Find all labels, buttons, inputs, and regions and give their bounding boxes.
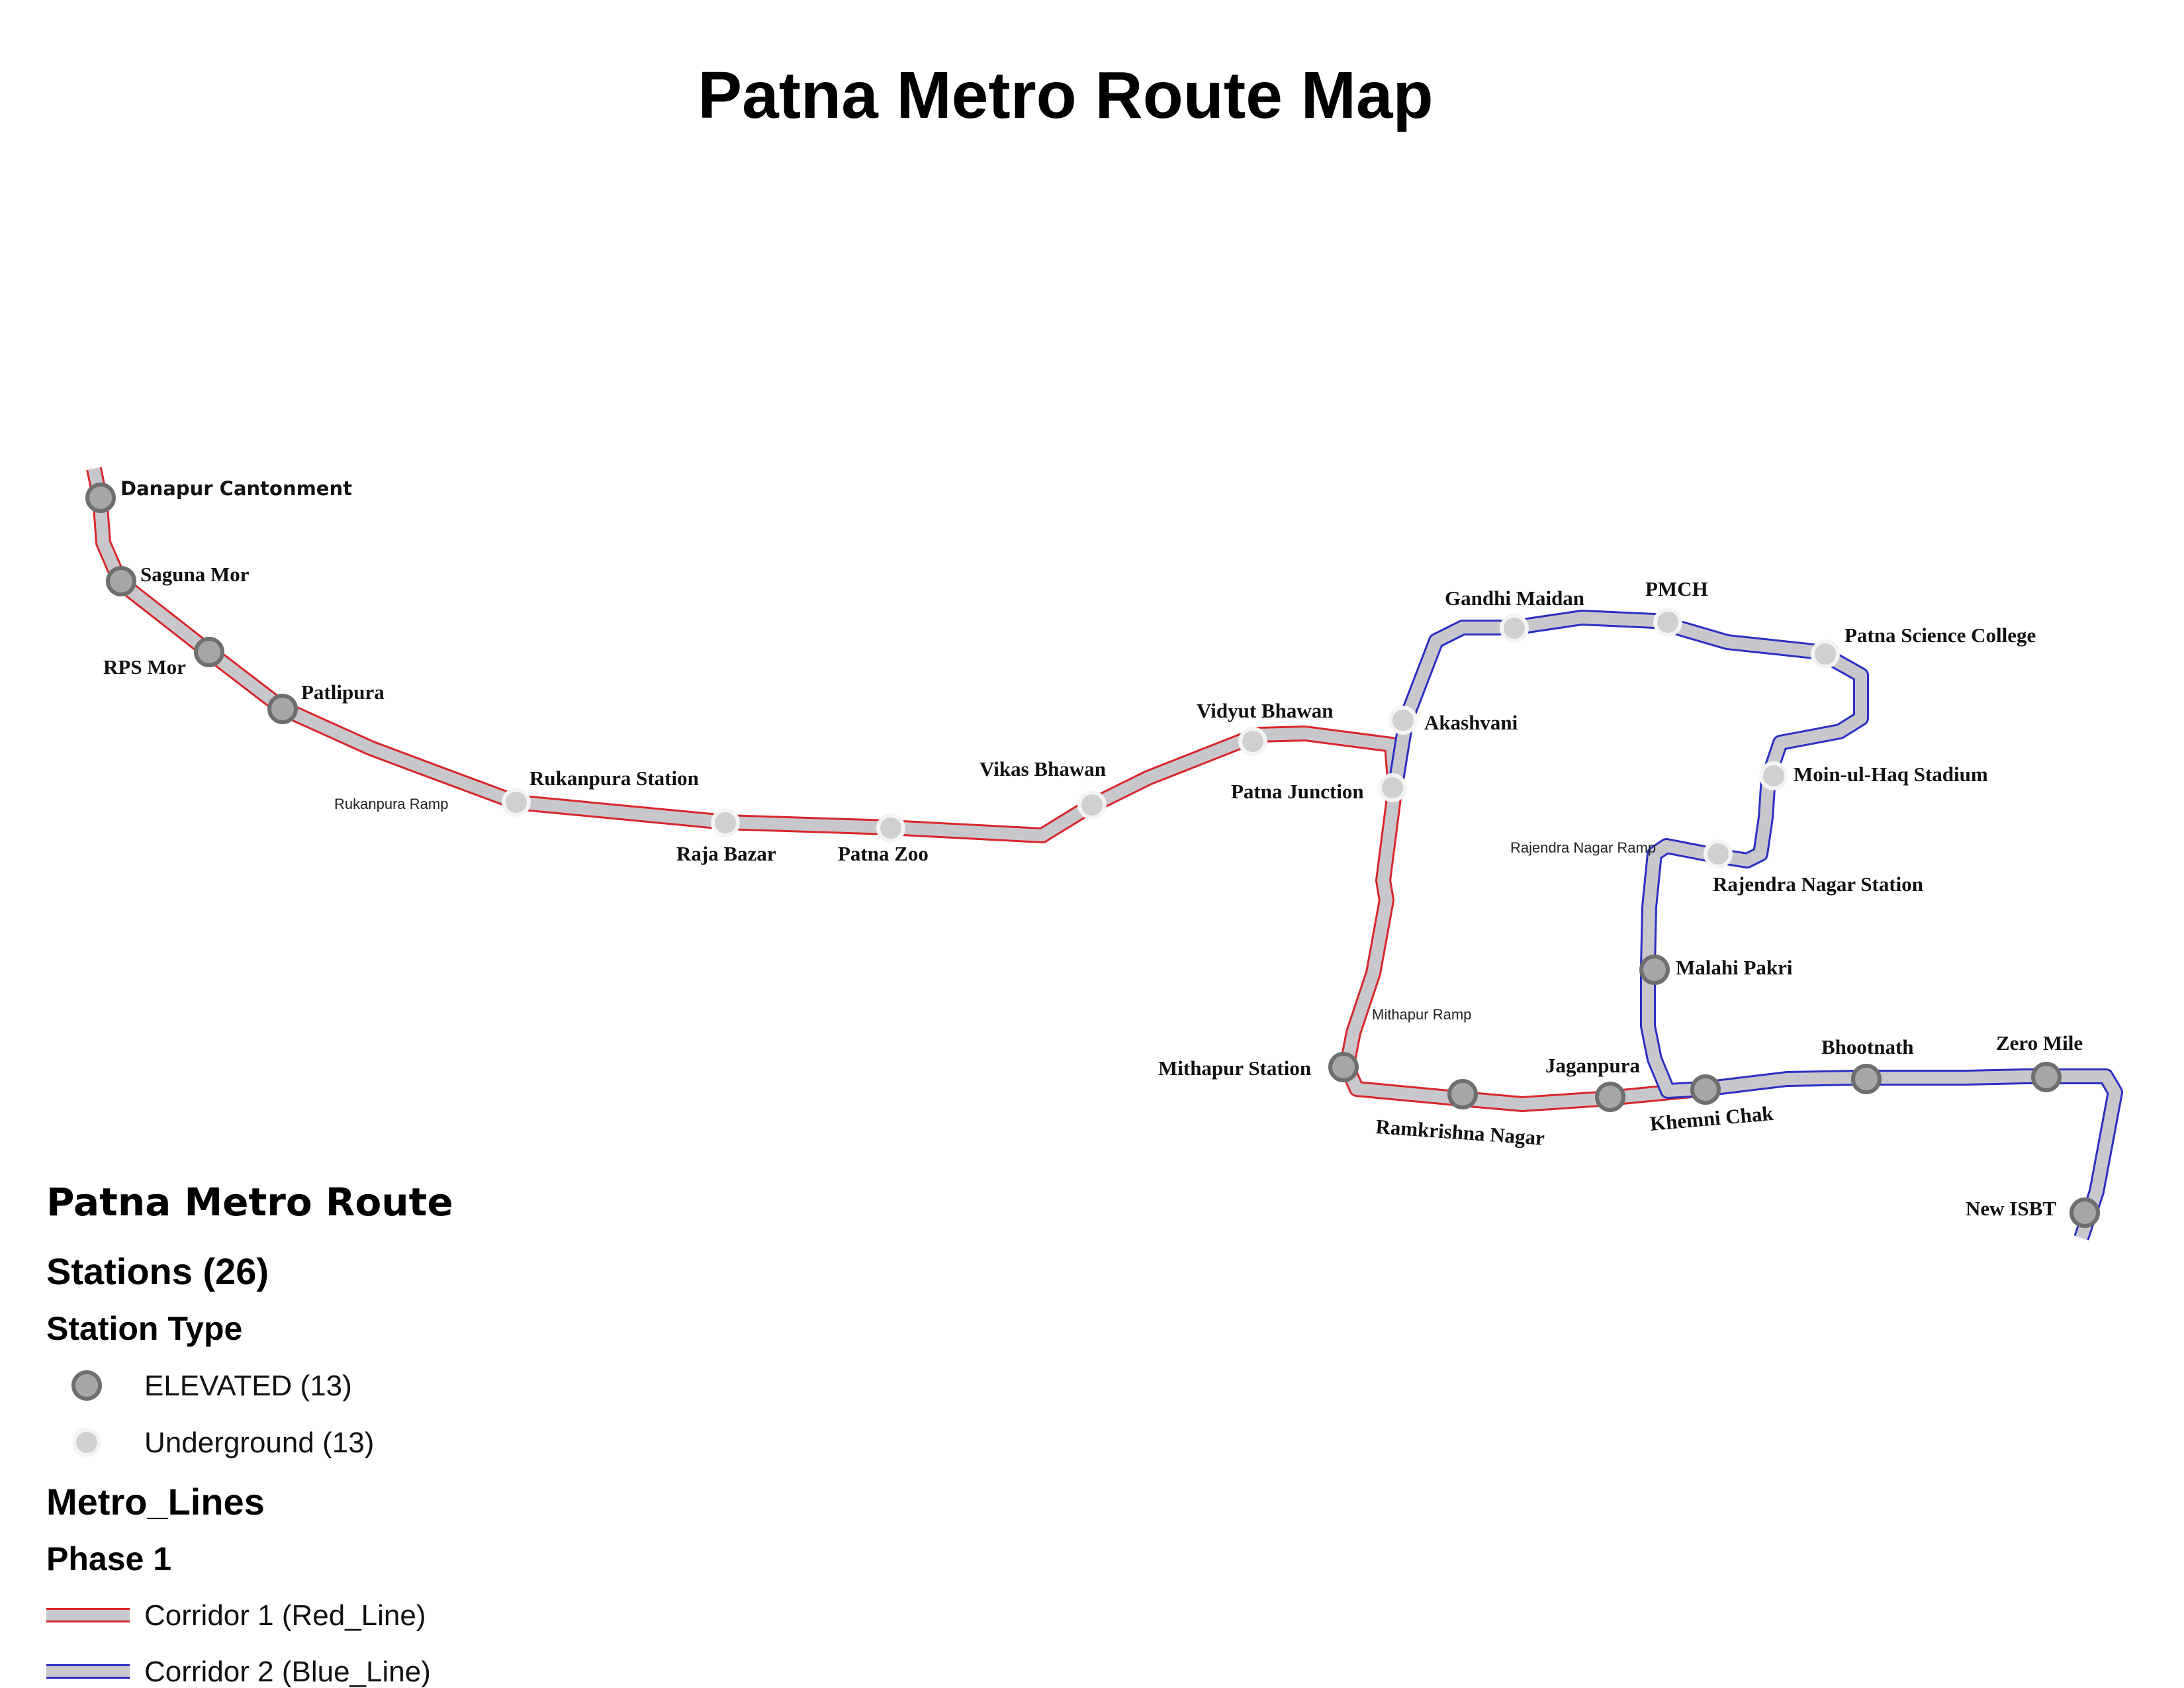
station-mithapur-station[interactable] xyxy=(1328,1052,1359,1082)
label-zero-mile: Zero Mile xyxy=(1996,1031,2083,1055)
legend-heading: Patna Metro Route xyxy=(46,1180,453,1225)
station-patna-junction[interactable] xyxy=(1378,773,1407,802)
station-ramkrishna-nagar[interactable] xyxy=(1447,1079,1478,1109)
label-saguna-mor: Saguna Mor xyxy=(140,563,250,586)
legend-underground-label: Underground (13) xyxy=(144,1427,374,1459)
legend-lines-heading: Metro_Lines xyxy=(46,1481,265,1523)
label-rajendra-nagar-station: Rajendra Nagar Station xyxy=(1713,872,1923,896)
station-rukanpura-station[interactable] xyxy=(502,788,531,817)
legend-red-line-label: Corridor 1 (Red_Line) xyxy=(144,1599,426,1632)
station-patlipura[interactable] xyxy=(267,694,298,724)
station-khemni-chak[interactable] xyxy=(1690,1074,1721,1105)
ramp-labels: Rukanpura Ramp Mithapur Ramp Rajendra Na… xyxy=(334,796,1656,1023)
label-new-isbt: New ISBT xyxy=(1966,1197,2056,1220)
label-rukanpura-station: Rukanpura Station xyxy=(529,767,699,790)
legend-phase-heading: Phase 1 xyxy=(46,1540,171,1577)
legend: Patna Metro Route Stations (26) Station … xyxy=(46,1180,453,1688)
legend-elevated-label: ELEVATED (13) xyxy=(144,1370,352,1402)
label-raja-bazar: Raja Bazar xyxy=(676,842,776,865)
label-patna-junction: Patna Junction xyxy=(1231,780,1364,803)
label-patna-science-college: Patna Science College xyxy=(1844,624,2036,647)
label-malahi-pakri: Malahi Pakri xyxy=(1676,956,1793,979)
label-patna-zoo: Patna Zoo xyxy=(838,842,929,865)
station-patna-zoo[interactable] xyxy=(876,814,905,843)
station-danapur-cantonment[interactable] xyxy=(85,483,116,513)
station-akashvani[interactable] xyxy=(1388,706,1418,735)
legend-underground-symbol xyxy=(72,1428,101,1457)
legend-stations-heading: Stations (26) xyxy=(46,1250,269,1292)
label-ramkrishna-nagar: Ramkrishna Nagar xyxy=(1375,1115,1546,1150)
station-zero-mile[interactable] xyxy=(2031,1062,2062,1092)
station-malahi-pakri[interactable] xyxy=(1639,955,1670,985)
label-vidyut-bhawan: Vidyut Bhawan xyxy=(1197,699,1333,722)
station-gandhi-maidan[interactable] xyxy=(1500,614,1529,643)
label-rukanpura-ramp: Rukanpura Ramp xyxy=(334,796,448,812)
station-raja-bazar[interactable] xyxy=(711,808,740,837)
label-danapur-cantonment: Danapur Cantonment xyxy=(120,477,352,500)
label-pmch: PMCH xyxy=(1645,577,1708,600)
label-jaganpura: Jaganpura xyxy=(1545,1054,1640,1077)
station-patna-science-college[interactable] xyxy=(1811,639,1840,669)
station-saguna-mor[interactable] xyxy=(106,566,136,596)
legend-station-type-heading: Station Type xyxy=(46,1310,242,1347)
station-bhootnath[interactable] xyxy=(1851,1064,1882,1094)
label-rajendra-nagar-ramp: Rajendra Nagar Ramp xyxy=(1510,839,1656,856)
station-labels: Danapur Cantonment Saguna Mor RPS Mor Pa… xyxy=(103,477,2083,1220)
label-rps-mor: RPS Mor xyxy=(103,655,186,679)
label-mithapur-station: Mithapur Station xyxy=(1158,1056,1311,1080)
label-vikas-bhawan: Vikas Bhawan xyxy=(979,757,1106,780)
stations xyxy=(85,483,2100,1228)
legend-elevated-symbol xyxy=(71,1370,102,1401)
station-rps-mor[interactable] xyxy=(194,637,224,667)
station-moin-ul-haq-stadium[interactable] xyxy=(1759,761,1788,790)
page-title: Patna Metro Route Map xyxy=(698,58,1433,132)
station-jaganpura[interactable] xyxy=(1595,1082,1625,1112)
label-akashvani: Akashvani xyxy=(1424,711,1518,734)
legend-blue-line-label: Corridor 2 (Blue_Line) xyxy=(144,1656,431,1688)
station-vidyut-bhawan[interactable] xyxy=(1238,727,1267,756)
label-gandhi-maidan: Gandhi Maidan xyxy=(1445,586,1584,610)
station-pmch[interactable] xyxy=(1653,608,1682,637)
station-vikas-bhawan[interactable] xyxy=(1077,790,1107,820)
label-mithapur-ramp: Mithapur Ramp xyxy=(1372,1006,1471,1023)
label-bhootnath: Bhootnath xyxy=(1821,1035,1914,1058)
label-moin-ul-haq-stadium: Moin-ul-Haq Stadium xyxy=(1794,763,1988,786)
station-new-isbt[interactable] xyxy=(2070,1197,2100,1228)
label-khemni-chak: Khemni Chak xyxy=(1649,1102,1775,1135)
label-patlipura: Patlipura xyxy=(301,680,385,704)
station-rajendra-nagar-station[interactable] xyxy=(1704,839,1733,868)
